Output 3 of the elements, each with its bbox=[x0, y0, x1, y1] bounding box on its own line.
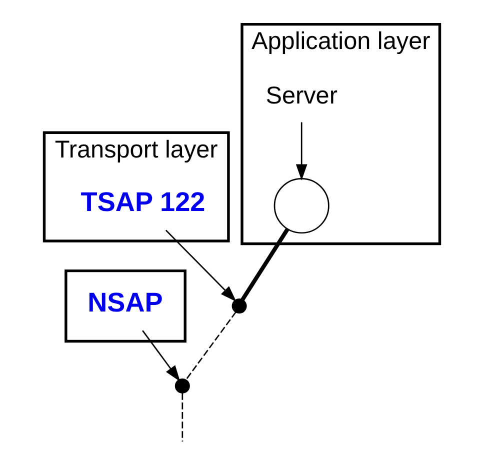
node-text: Server bbox=[265, 82, 337, 110]
node-text: TSAP 122 bbox=[80, 186, 205, 218]
node-text: NSAP bbox=[87, 286, 162, 318]
